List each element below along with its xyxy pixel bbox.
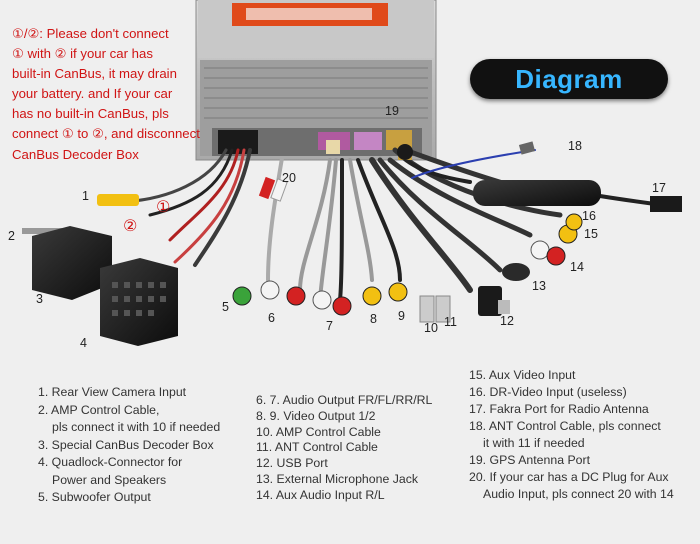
legend-item: 10. AMP Control Cable	[256, 424, 381, 439]
callout-5: 5	[222, 300, 229, 314]
callout-9: 9	[398, 309, 405, 323]
legend-item: pls connect it with 10 if needed	[52, 420, 221, 434]
warning-line: built-in CanBus, it may drain	[12, 66, 177, 82]
callout-18: 18	[568, 139, 582, 153]
canbus-warning: ①/②: Please don't connect ① with ② if yo…	[12, 24, 212, 165]
legend-item: 1. Rear View Camera Input	[38, 385, 187, 399]
warning-line: ① with ② if your car has	[12, 46, 153, 62]
callout-12: 12	[500, 314, 514, 328]
callout-4: 4	[80, 336, 87, 350]
legend-item: 6. 7. Audio Output FR/FL/RR/RL	[256, 393, 433, 407]
callout-1: 1	[82, 189, 89, 203]
warning-line: connect ① to ②, and disconnect	[12, 126, 200, 142]
callout-16: 16	[582, 209, 596, 223]
callout-6: 6	[268, 311, 275, 325]
callout-2: 2	[8, 229, 15, 243]
callout-20: 20	[282, 171, 296, 185]
warning-line: CanBus Decoder Box	[12, 146, 139, 162]
legend-item: 16. DR-Video Input (useless)	[469, 385, 627, 399]
legend-item: Power and Speakers	[52, 472, 167, 487]
legend-item: 12. USB Port	[256, 456, 328, 471]
warning-line: ①/②: Please don't connect	[12, 26, 169, 41]
legend-column-2: 6. 7. Audio Output FR/FL/RR/RL 8. 9. Vid…	[256, 393, 432, 504]
legend-item: it with 11 if needed	[483, 436, 585, 450]
legend-item: 4. Quadlock-Connector for	[38, 455, 183, 469]
legend-item: Audio Input, pls connect 20 with 14	[483, 487, 674, 501]
warning-line: your battery. and If your car	[12, 86, 173, 102]
legend-item: 3. Special CanBus Decoder Box	[38, 437, 214, 452]
legend-column-3: 15. Aux Video Input 16. DR-Video Input (…	[469, 367, 674, 503]
warning-line: has no built-in CanBus, pls	[12, 106, 169, 122]
callout-15: 15	[584, 227, 598, 241]
legend-item: 11. ANT Control Cable	[256, 440, 378, 455]
legend-item: 14. Aux Audio Input R/L	[256, 487, 385, 502]
callout-14: 14	[570, 260, 584, 274]
circle1-marker: ①	[156, 197, 170, 216]
legend-item: 8. 9. Video Output 1/2	[256, 408, 376, 423]
legend-column-1: 1. Rear View Camera Input 2. AMP Control…	[38, 384, 220, 507]
legend-item: 17. Fakra Port for Radio Antenna	[469, 402, 649, 416]
legend-item: 2. AMP Control Cable,	[38, 402, 160, 417]
diagram-title-banner: Diagram	[470, 59, 668, 99]
legend-item: 5. Subwoofer Output	[38, 490, 151, 504]
callout-11: 11	[444, 315, 457, 329]
circle2-marker: ②	[123, 216, 137, 235]
legend-item: 13. External Microphone Jack	[256, 471, 418, 486]
legend-item: 19. GPS Antenna Port	[469, 453, 590, 467]
callout-3: 3	[36, 292, 43, 306]
connectors	[22, 130, 682, 346]
head-unit	[195, 0, 437, 161]
callout-7: 7	[326, 319, 333, 333]
legend-item: 18. ANT Control Cable, pls connect	[469, 419, 661, 433]
legend-item: 15. Aux Video Input	[469, 368, 576, 382]
callout-10: 10	[424, 321, 438, 335]
cables	[118, 147, 657, 302]
callout-17: 17	[652, 181, 666, 195]
callout-8: 8	[370, 312, 377, 326]
legend-item: 20. If your car has a DC Plug for Aux	[469, 470, 669, 484]
callout-13: 13	[532, 279, 546, 293]
callout-19: 19	[385, 104, 399, 118]
